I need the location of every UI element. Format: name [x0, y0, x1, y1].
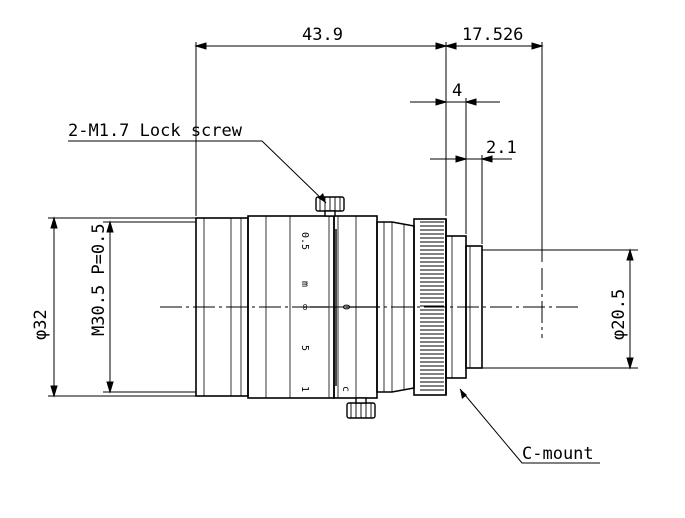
leader-lines — [68, 140, 600, 464]
iris-mark: c — [340, 386, 351, 392]
dim-flange-back: 17.526 — [462, 25, 523, 45]
callout-c-mount: C-mount — [522, 444, 594, 464]
dim-overall-length: 43.9 — [302, 25, 343, 45]
index-mark: 0 — [340, 304, 351, 310]
lock-screw-bottom — [346, 397, 376, 419]
dim-filter-thread: M30.5 P=0.5 — [89, 223, 109, 336]
c-mount-arrow — [460, 389, 467, 399]
focus-mark-1: 1 — [299, 386, 310, 392]
rear-thread-barrel — [465, 245, 483, 369]
dimension-labels: 43.9 17.526 4 2.1 φ32 M30.5 P=0.5 φ20.5 … — [31, 25, 629, 464]
lock-screw-top — [315, 196, 345, 217]
callout-lock-screw: 2-M1.7 Lock screw — [68, 121, 243, 141]
focus-mark-near: 0.5 — [299, 232, 310, 250]
extension-lines — [48, 42, 638, 397]
dim-rear-diameter: φ20.5 — [609, 289, 629, 340]
focus-mark-5: 5 — [299, 345, 310, 351]
dimension-lines — [50, 42, 634, 398]
dim-front-diameter: φ32 — [31, 309, 51, 340]
focus-scale: 0.5 m ∞ 5 1 0 c — [299, 229, 380, 392]
optical-centerline — [160, 268, 582, 338]
knurl-texture — [420, 221, 444, 391]
focus-mark-infinity: ∞ — [299, 304, 310, 310]
lock-screw-arrow — [318, 193, 326, 203]
focus-unit: m — [299, 281, 310, 287]
dim-mount-flange: 2.1 — [486, 138, 517, 158]
dim-thread-depth: 4 — [452, 81, 462, 101]
